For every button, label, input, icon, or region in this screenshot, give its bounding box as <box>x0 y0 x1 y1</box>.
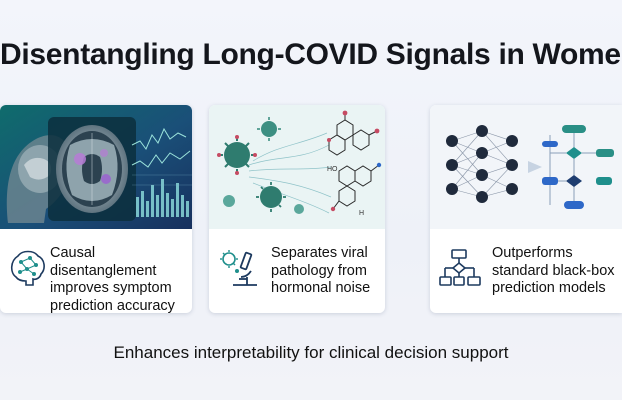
flowchart-icon <box>438 247 481 289</box>
brain-network-icon <box>8 247 48 289</box>
svg-text:HO: HO <box>327 166 338 173</box>
footer-caption: Enhances interpretability for clinical d… <box>113 343 509 362</box>
card-text: Outperforms standard black-box predictio… <box>492 245 615 296</box>
virus-microscope-icon <box>217 247 257 289</box>
svg-text:H: H <box>359 210 364 217</box>
card-viral-hormonal: HO H Separates viral pathology from horm… <box>209 105 385 313</box>
network-to-flowchart-illustration <box>430 105 622 229</box>
card-causal-disentanglement: Causal disentanglement improves symptom … <box>0 105 192 313</box>
page-title: Disentangling Long-COVID Signals in Wome… <box>0 38 622 71</box>
card-outperforms-models: Outperforms standard black-box predictio… <box>430 105 622 313</box>
card-text: Separates viral pathology from hormonal … <box>271 245 371 296</box>
brain-mri-illustration <box>0 105 192 229</box>
card-text: Causal disentanglement improves symptom … <box>50 245 175 313</box>
virus-hormone-illustration: HO H <box>209 105 385 229</box>
